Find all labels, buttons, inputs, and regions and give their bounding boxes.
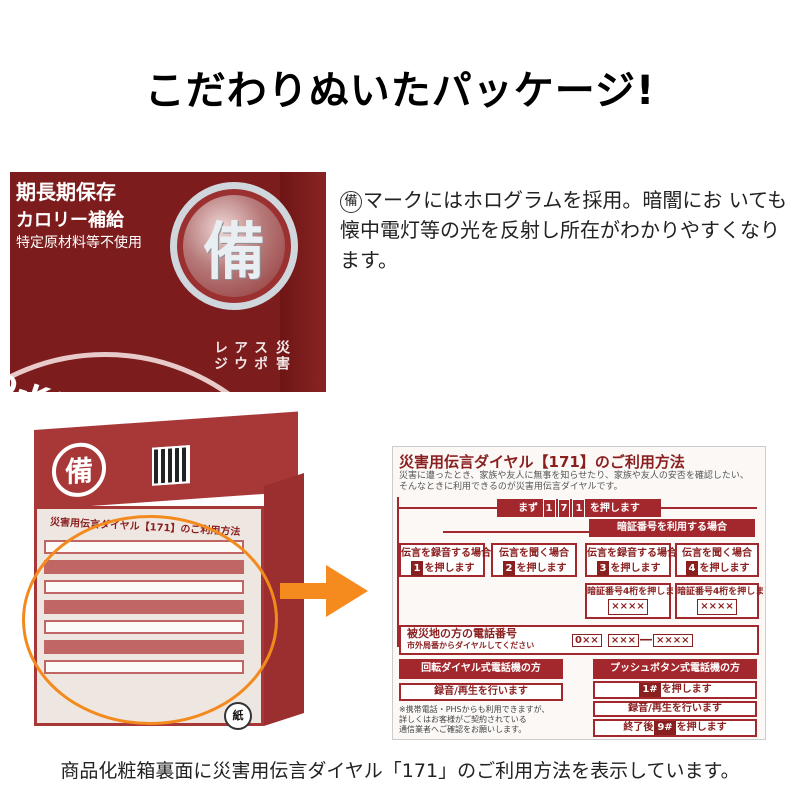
listen-line2: を押します (516, 563, 567, 574)
pin-entry-label: 暗証番号4桁を押します (587, 587, 684, 597)
digit-7: 7 (557, 499, 571, 519)
digit-1b: 1 (572, 499, 586, 519)
push-num: 1# (639, 683, 661, 697)
connector-line (397, 497, 399, 647)
panel-intro: 災害に遭ったとき、家族や友人に無事を知らせたり、家族や友人の安否を確認したい、 … (399, 471, 749, 493)
pin-usage-label: 暗証番号を利用する場合 (589, 519, 755, 537)
listen-line1: 伝言を聞く場合 (499, 548, 569, 559)
push-suffix: を押します (661, 684, 712, 695)
phone-part-3: ×××× (653, 634, 693, 647)
page-title: こだわりぬいたパッケージ! (144, 68, 656, 114)
phone-part-2: ××× (607, 634, 640, 647)
highlight-ellipse (22, 515, 278, 725)
package-side (280, 172, 326, 392)
panel-intro-line: そんなときに利用できるのが災害用伝言ダイヤルです。 (399, 482, 623, 492)
listen-pin-line2: を押します (699, 563, 750, 574)
record-pin-num: 3 (596, 561, 610, 576)
pin-entry-label: 暗証番号4桁を押します (677, 587, 766, 597)
pin-entry-box-2: 暗証番号4桁を押します ×××× (675, 583, 766, 619)
seal-character: 備 (202, 215, 265, 288)
vertical-text-1: 災害 (274, 340, 290, 372)
phone-part-1: 0×× (572, 634, 602, 647)
box-seal-icon: 備 (52, 440, 106, 499)
end-suffix: を押します (676, 722, 727, 733)
vertical-text-3: アウ (232, 340, 248, 372)
panel-intro-line: 災害に遭ったとき、家族や友人に無事を知らせたり、家族や友人の安否を確認したい、 (399, 471, 749, 481)
caption: 商品化粧箱裏面に災害用伝言ダイヤル「171」のご利用方法を表示しています。 (60, 760, 740, 782)
instruction-panel: 災害用伝言ダイヤル【171】のご利用方法 災害に遭ったとき、家族や友人に無事を知… (392, 446, 766, 740)
panel-title: 災害用伝言ダイヤル【171】のご利用方法 (399, 453, 685, 471)
note-line: ※携帯電話・PHSからも利用できますが、 (399, 705, 550, 714)
package-label-line2: カロリー補給 (16, 210, 124, 231)
hologram-description: 備マークにはホログラムを採用。暗闇にお いても懐中電灯等の光を反射し所在がわかり… (340, 185, 790, 275)
qr-code-icon (152, 445, 190, 486)
record-pin-line1: 伝言を録音する場合 (587, 548, 677, 559)
pin-cells: ×××× (608, 599, 648, 615)
record-line2: を押します (424, 563, 475, 574)
step-dial-suffix: を押します (589, 503, 640, 514)
end-prefix: 終了後 (623, 722, 654, 733)
pin-entry-box-1: 暗証番号4桁を押します ×××× (585, 583, 684, 619)
phone-number-box: 被災地の方の電話番号 市外局番からダイヤルしてください 0×× ×××―×××× (399, 625, 759, 655)
listen-num: 2 (502, 561, 516, 576)
paper-recycle-icon: 紙 (224, 702, 252, 730)
mobile-note: ※携帯電話・PHSからも利用できますが、 詳しくはお客様がご契約されている 通信… (399, 705, 589, 735)
description-text: マークにはホログラムを採用。暗闇にお いても懐中電灯等の光を反射し所在がわかりや… (340, 188, 788, 272)
push-step: 1#を押します (593, 681, 757, 699)
arrow-head-icon (326, 565, 368, 617)
record-num: 1 (410, 561, 424, 576)
listen-pin-num: 4 (685, 561, 699, 576)
pin-cells: ×××× (697, 599, 737, 615)
digit-1: 1 (542, 499, 556, 519)
record-line1: 伝言を録音する場合 (401, 548, 491, 559)
box-top: 備 (34, 411, 298, 510)
package-label-line1: 期長期保存 (16, 180, 116, 204)
record-pin-line2: を押します (610, 563, 661, 574)
phone-sub: 市外局番からダイヤルしてください (407, 641, 535, 650)
hologram-photo: 期長期保存 カロリー補給 特定原材料等不使用 備 O-KAN AZU 災害 スポ… (10, 172, 326, 392)
rotary-rec-play: 録音/再生を行います (399, 683, 563, 701)
rotary-label: 回転ダイヤル式電話機の方 (399, 659, 563, 679)
package-label-line3: 特定原材料等不使用 (16, 235, 142, 251)
connector-line (443, 531, 713, 533)
bi-mark-icon: 備 (340, 191, 362, 213)
phone-label: 被災地の方の電話番号 (407, 627, 517, 640)
vertical-text-2: スポ (252, 340, 268, 372)
vertical-text-4: レジ (212, 340, 228, 372)
end-num: 9# (654, 721, 676, 735)
note-line: 通信業者へご確認をお願いします。 (399, 725, 527, 734)
push-label: プッシュボタン式電話機の方 (593, 659, 757, 679)
step-dial-prefix: まず (518, 503, 539, 514)
push-rec-play: 録音/再生を行います (593, 701, 757, 717)
arrow-icon (280, 583, 328, 599)
listen-pin-line1: 伝言を聞く場合 (682, 548, 752, 559)
note-line: 詳しくはお客様がご契約されている (399, 715, 527, 724)
hologram-seal-icon: 備 (170, 182, 298, 310)
